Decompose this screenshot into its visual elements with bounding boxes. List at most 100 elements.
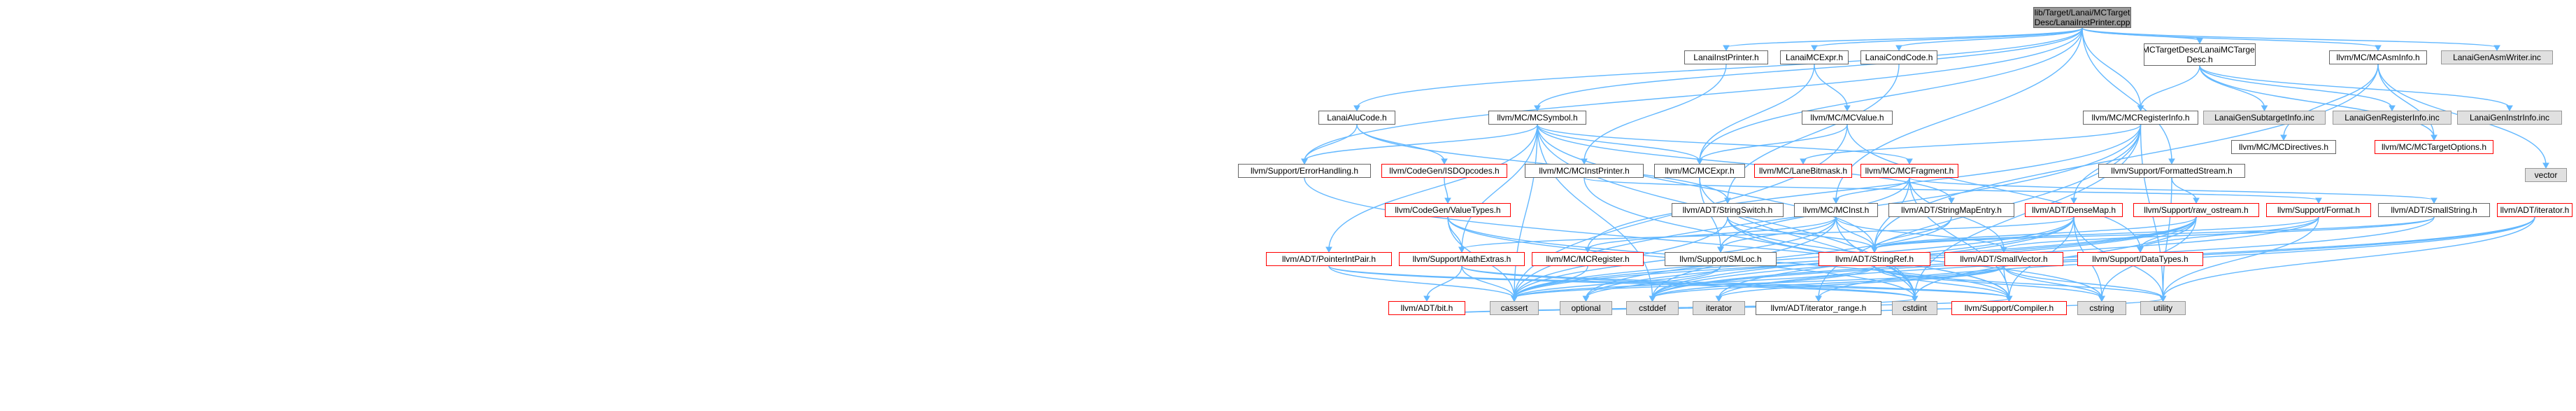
node-small-string-h[interactable]: llvm/ADT/SmallString.h xyxy=(2378,203,2490,217)
node-small-vector-h[interactable]: llvm/ADT/SmallVector.h xyxy=(1944,252,2063,266)
edge-string-ref-h-to-cstring xyxy=(1874,265,2102,299)
node-value-types-h[interactable]: llvm/CodeGen/ValueTypes.h xyxy=(1385,203,1511,217)
edge-mc-inst-h-to-mc-register-h xyxy=(1587,216,1837,250)
node-lanai-mcexpr-h[interactable]: LanaiMCExpr.h xyxy=(1780,50,1849,64)
node-mc-register-h[interactable]: llvm/MC/MCRegister.h xyxy=(1532,252,1644,266)
node-pointer-int-pair-h[interactable]: llvm/ADT/PointerIntPair.h xyxy=(1266,252,1392,266)
node-lanai-gen-instr-info-inc[interactable]: LanaiGenInstrInfo.inc xyxy=(2457,111,2562,125)
edge-mc-asm-info-h-to-mc-directives-h xyxy=(2283,64,2379,138)
node-lanai-gen-subtarget-info-inc[interactable]: LanaiGenSubtargetInfo.inc xyxy=(2203,111,2326,125)
node-lanai-cond-code-h[interactable]: LanaiCondCode.h xyxy=(1860,50,1937,64)
edge-arrowhead xyxy=(2542,162,2549,169)
edge-mc-asm-info-h-to-mc-target-options-h xyxy=(2377,64,2435,138)
edge-small-string-h-to-small-vector-h xyxy=(2003,216,2435,250)
node-data-types-h[interactable]: llvm/Support/DataTypes.h xyxy=(2077,252,2203,266)
edge-lanai-mcexpr-h-to-mc-value-h xyxy=(1814,64,1848,109)
edge-math-extras-h-to-compiler-h xyxy=(1461,265,2010,299)
node-string-ref-h[interactable]: llvm/ADT/StringRef.h xyxy=(1819,252,1930,266)
node-math-extras-h[interactable]: llvm/Support/MathExtras.h xyxy=(1399,252,1525,266)
edge-small-vector-h-to-cassert xyxy=(1514,265,2005,299)
node-mc-register-info-h[interactable]: llvm/MC/MCRegisterInfo.h xyxy=(2083,111,2198,125)
node-mc-asm-info-h[interactable]: llvm/MC/MCAsmInfo.h xyxy=(2329,50,2427,64)
node-mc-fragment-h[interactable]: llvm/MC/MCFragment.h xyxy=(1860,164,1958,178)
edge-arrowhead xyxy=(1353,105,1360,112)
node-lane-bitmask-h[interactable]: llvm/MC/LaneBitmask.h xyxy=(1754,164,1852,178)
edge-lanai-mc-target-desc-h-to-mc-register-info-h xyxy=(2140,65,2200,109)
node-mc-directives-h[interactable]: llvm/MC/MCDirectives.h xyxy=(2231,140,2336,154)
edge-lanai-inst-printer-h-to-mc-inst-printer-h xyxy=(1584,64,1727,162)
edge-arrowhead xyxy=(2506,105,2513,112)
edge-arrowhead xyxy=(2431,197,2438,204)
edge-dense-map-h-to-math-extras-h xyxy=(1461,216,2075,250)
edge-format-h-to-utility xyxy=(2162,216,2319,299)
node-iterator[interactable]: iterator xyxy=(1693,301,1745,315)
node-bit-h[interactable]: llvm/ADT/bit.h xyxy=(1388,301,1465,315)
edge-arrowhead xyxy=(2168,158,2175,165)
edge-arrowhead xyxy=(2070,197,2077,204)
edge-arrowhead xyxy=(2000,246,2007,253)
edge-mc-value-h-to-mc-expr-h xyxy=(1699,124,1848,162)
edge-lanai-mc-target-desc-h-to-lanai-gen-register-info-inc xyxy=(2199,65,2393,109)
edge-arrowhead xyxy=(1582,295,1590,302)
edge-math-extras-h-to-cassert xyxy=(1461,265,1515,299)
edge-arrowhead xyxy=(1723,45,1730,52)
edge-arrowhead xyxy=(2280,134,2287,141)
edge-mc-symbol-h-to-string-ref-h xyxy=(1537,124,1875,250)
node-lanai-gen-asm-writer-inc[interactable]: LanaiGenAsmWriter.inc xyxy=(2441,50,2553,64)
edge-isd-opcodes-h-to-value-types-h xyxy=(1444,177,1449,201)
node-cstddef[interactable]: cstddef xyxy=(1626,301,1679,315)
edge-arrowhead xyxy=(2005,295,2013,302)
edge-dense-map-h-to-cassert xyxy=(1514,216,2075,299)
node-root[interactable]: lib/Target/Lanai/MCTarget Desc/LanaiInst… xyxy=(2033,7,2131,28)
edge-string-ref-h-to-compiler-h xyxy=(1874,265,2010,299)
edge-raw-ostream-h-to-string-ref-h xyxy=(1874,216,2197,250)
edge-mc-value-h-to-data-types-h xyxy=(1846,124,2141,250)
node-string-map-entry-h[interactable]: llvm/ADT/StringMapEntry.h xyxy=(1888,203,2014,217)
node-formatted-stream-h[interactable]: llvm/Support/FormattedStream.h xyxy=(2098,164,2245,178)
edge-arrowhead xyxy=(2137,246,2144,253)
node-mc-value-h[interactable]: llvm/MC/MCValue.h xyxy=(1802,111,1893,125)
node-lanai-inst-printer-h[interactable]: LanaiInstPrinter.h xyxy=(1684,50,1768,64)
node-adt-iterator-h[interactable]: llvm/ADT/iterator.h xyxy=(2497,203,2573,217)
edge-mc-symbol-h-to-mc-fragment-h xyxy=(1537,124,1910,162)
node-optional[interactable]: optional xyxy=(1560,301,1612,315)
node-iterator-range-h[interactable]: llvm/ADT/iterator_range.h xyxy=(1756,301,1881,315)
node-lanai-mc-target-desc-h[interactable]: MCTargetDesc/LanaiMCTarget Desc.h xyxy=(2144,43,2256,66)
node-mc-target-options-h[interactable]: llvm/MC/MCTargetOptions.h xyxy=(2375,140,2493,154)
node-string-switch-h[interactable]: llvm/ADT/StringSwitch.h xyxy=(1672,203,1784,217)
node-vector[interactable]: vector xyxy=(2525,168,2567,182)
node-mc-expr-h[interactable]: llvm/MC/MCExpr.h xyxy=(1654,164,1745,178)
edge-small-vector-h-to-iterator xyxy=(1718,265,2005,299)
edge-arrowhead xyxy=(1444,197,1451,204)
node-format-h[interactable]: llvm/Support/Format.h xyxy=(2266,203,2371,217)
edge-mc-symbol-h-to-pointer-int-pair-h xyxy=(1328,124,1538,250)
node-cstring[interactable]: cstring xyxy=(2077,301,2126,315)
node-mc-inst-printer-h[interactable]: llvm/MC/MCInstPrinter.h xyxy=(1525,164,1644,178)
edge-arrowhead xyxy=(1441,158,1448,165)
node-dense-map-h[interactable]: llvm/ADT/DenseMap.h xyxy=(2025,203,2123,217)
node-mc-symbol-h[interactable]: llvm/MC/MCSymbol.h xyxy=(1488,111,1586,125)
node-utility[interactable]: utility xyxy=(2140,301,2186,315)
node-error-handling-h[interactable]: llvm/Support/ErrorHandling.h xyxy=(1238,164,1371,178)
node-isd-opcodes-h[interactable]: llvm/CodeGen/ISDOpcodes.h xyxy=(1381,164,1507,178)
edge-arrowhead xyxy=(1800,158,1807,165)
edge-arrowhead xyxy=(1833,197,1840,204)
node-cstdint[interactable]: cstdint xyxy=(1892,301,1937,315)
edge-small-string-h-to-string-ref-h xyxy=(1874,216,2435,250)
node-mc-inst-h[interactable]: llvm/MC/MCInst.h xyxy=(1794,203,1878,217)
edge-string-switch-h-to-string-ref-h xyxy=(1727,216,1875,250)
edge-mc-fragment-h-to-compiler-h xyxy=(1909,177,2010,299)
edge-mc-symbol-h-to-cassert xyxy=(1514,124,1538,299)
node-raw-ostream-h[interactable]: llvm/Support/raw_ostream.h xyxy=(2133,203,2259,217)
node-cassert[interactable]: cassert xyxy=(1490,301,1539,315)
node-lanai-gen-register-info-inc[interactable]: LanaiGenRegisterInfo.inc xyxy=(2333,111,2452,125)
edge-mc-symbol-h-to-string-map-entry-h xyxy=(1537,124,1952,201)
node-lanai-alu-code-h[interactable]: LanaiAluCode.h xyxy=(1318,111,1395,125)
edge-sm-loc-h-to-cassert xyxy=(1514,265,1721,299)
edge-root-to-formatted-stream-h xyxy=(2082,27,2172,162)
node-sm-loc-h[interactable]: llvm/Support/SMLoc.h xyxy=(1665,252,1777,266)
edge-arrowhead xyxy=(1871,246,1878,253)
edge-arrowhead xyxy=(1811,45,1818,52)
node-compiler-h[interactable]: llvm/Support/Compiler.h xyxy=(1951,301,2067,315)
